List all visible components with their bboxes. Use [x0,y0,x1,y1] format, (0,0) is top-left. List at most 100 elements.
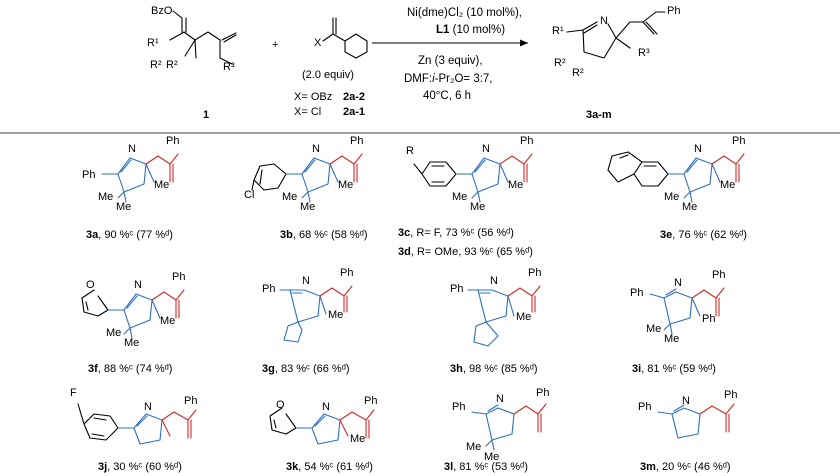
caption-3j: 3j, 30 %ᶜ (60 %ᵈ) [98,461,182,473]
o-label: O [86,279,95,291]
ph-label: Ph [452,401,465,413]
compound-3j: F N Ph [70,387,197,445]
caption-3b: 3b, 68 %ᶜ (58 %ᵈ) [280,229,368,241]
me-label: Me [452,191,467,203]
me-label: Me [328,309,343,321]
product-skeleton [566,11,666,59]
n-label: N [674,277,682,289]
n-label: N [144,401,152,413]
n-label: N [134,279,142,291]
arrow-head [520,39,528,47]
n-label: N [682,395,690,407]
me-label: Me [300,201,315,213]
o-label: O [276,399,285,411]
x-label: X [314,37,322,49]
ph-label: Ph [638,401,651,413]
ph-label: Ph [702,313,715,325]
me-label: Me [282,191,297,203]
n-label: N [322,401,330,413]
ph-label: Ph [732,135,745,147]
me-label: Me [682,201,697,213]
substrate-skeleton [169,10,237,65]
equiv-label: (2.0 equiv) [302,69,354,81]
benzoyl-skeleton [322,17,368,59]
me-label: Me [106,327,121,339]
acyl-reagent-2a: X (2.0 equiv) X= OBz 2a-2 X= Cl 2a-1 [294,17,368,118]
ph-label: Ph [364,395,377,407]
me-label: Me [664,191,679,203]
solvent-line: DMF:i-Pr₂O= 3:7, [404,73,493,85]
caption-3l: 3l, 81 %ᶜ (53 %ᵈ) [444,461,528,473]
me-label: Me [470,201,485,213]
gem-substituents [184,39,197,59]
compound-3c-3d: R N Ph Me Me Me [406,135,533,213]
me-label: Me [124,337,139,349]
compound-1-label: 1 [203,109,209,121]
caption-3a: 3a, 90 %ᶜ (77 %ᵈ) [86,229,173,241]
caption-3f: 3f, 88 %ᶜ (74 %ᵈ) [88,363,172,375]
ph-label: Ph [166,135,179,147]
compound-3k: O N Ph Me [269,395,377,445]
caption-3m: 3m, 20 %ᶜ (46 %ᵈ) [640,461,731,473]
compound-2a-1-label: 2a-1 [343,106,365,118]
solvent-iso: i [432,73,435,85]
compound-3l: Ph N Ph Me Me [452,387,549,463]
me-label: Me [720,179,735,191]
bzo-label: BzO [151,5,173,17]
caption-3k: 3k, 54 %ᶜ (61 %ᵈ) [286,461,373,473]
ph-label: Ph [630,287,643,299]
r3-label: R³ [223,61,235,73]
caption-3h: 3h, 98 %ᶜ (85 %ᵈ) [450,363,538,375]
compound-3f: O N Ph Me Me Me [81,271,185,349]
ph-label: Ph [450,283,463,295]
me-label: Me [646,323,661,335]
ph-label: Ph [340,267,353,279]
n-label: N [128,143,136,155]
x-cl-label: X= Cl [294,106,321,118]
reaction-conditions: Ni(dme)Cl₂ (10 mol%), L1 (10 mol%) Zn (3… [372,7,528,102]
compound-3a: Ph N Ph Me Me Me [82,135,179,213]
compound-3m: Ph N Ph [638,389,737,439]
starting-material-1: BzO R¹ R² R² R³ 1 [147,5,237,121]
product-number: 3a-m [586,109,612,121]
caption-3c: 3c, R= F, 73 %ᶜ (56 %ᵈ) [398,227,514,239]
compound-3i: Ph N Ph Ph Me Me [630,269,725,345]
caption-3i: 3i, 81 %ᶜ (59 %ᵈ) [632,363,716,375]
me-label: Me [350,433,365,445]
product-r3: R³ [638,47,650,59]
x-obz-label: X= OBz [294,91,332,103]
product-r2a: R² [554,57,566,69]
ligand-name: L1 [436,24,450,36]
me-label: Me [516,311,531,323]
me-label: Me [116,201,131,213]
n-label: N [312,143,320,155]
ph-label: Ph [350,135,363,147]
ph-label: Ph [536,387,549,399]
caption-3e: 3e, 76 %ᶜ (62 %ᵈ) [660,229,747,241]
me-label: Me [154,179,169,191]
me-label: Me [508,179,523,191]
r2-label-a: R² [150,59,162,71]
solvent-b: -Pr₂O= 3:7, [435,73,493,85]
caption-3g: 3g, 83 %ᶜ (66 %ᵈ) [262,363,350,375]
reductant-line: Zn (3 equiv), [418,55,483,67]
ph-label: Ph [82,169,95,181]
ph-label: Ph [262,283,275,295]
ph-label: Ph [724,389,737,401]
catalyst-line: Ni(dme)Cl₂ (10 mol%), [407,7,522,19]
ph-label: Ph [172,271,185,283]
n-label: N [490,275,498,287]
me-label: Me [338,179,353,191]
cl-label: Cl [244,189,254,201]
ph-label: Ph [520,135,533,147]
ligand-line: L1 (10 mol%) [436,24,505,36]
ligand-loading: (10 mol%) [449,24,505,36]
product-3: R¹ N Ph R³ R² R² 3a-m [552,5,680,121]
f-label: F [70,387,77,399]
r2-label-b: R² [166,59,178,71]
compound-3b: Cl N Ph Me Me Me [244,135,363,213]
product-ph: Ph [667,5,680,17]
ph-label: Ph [528,267,541,279]
n-label: N [302,275,310,287]
